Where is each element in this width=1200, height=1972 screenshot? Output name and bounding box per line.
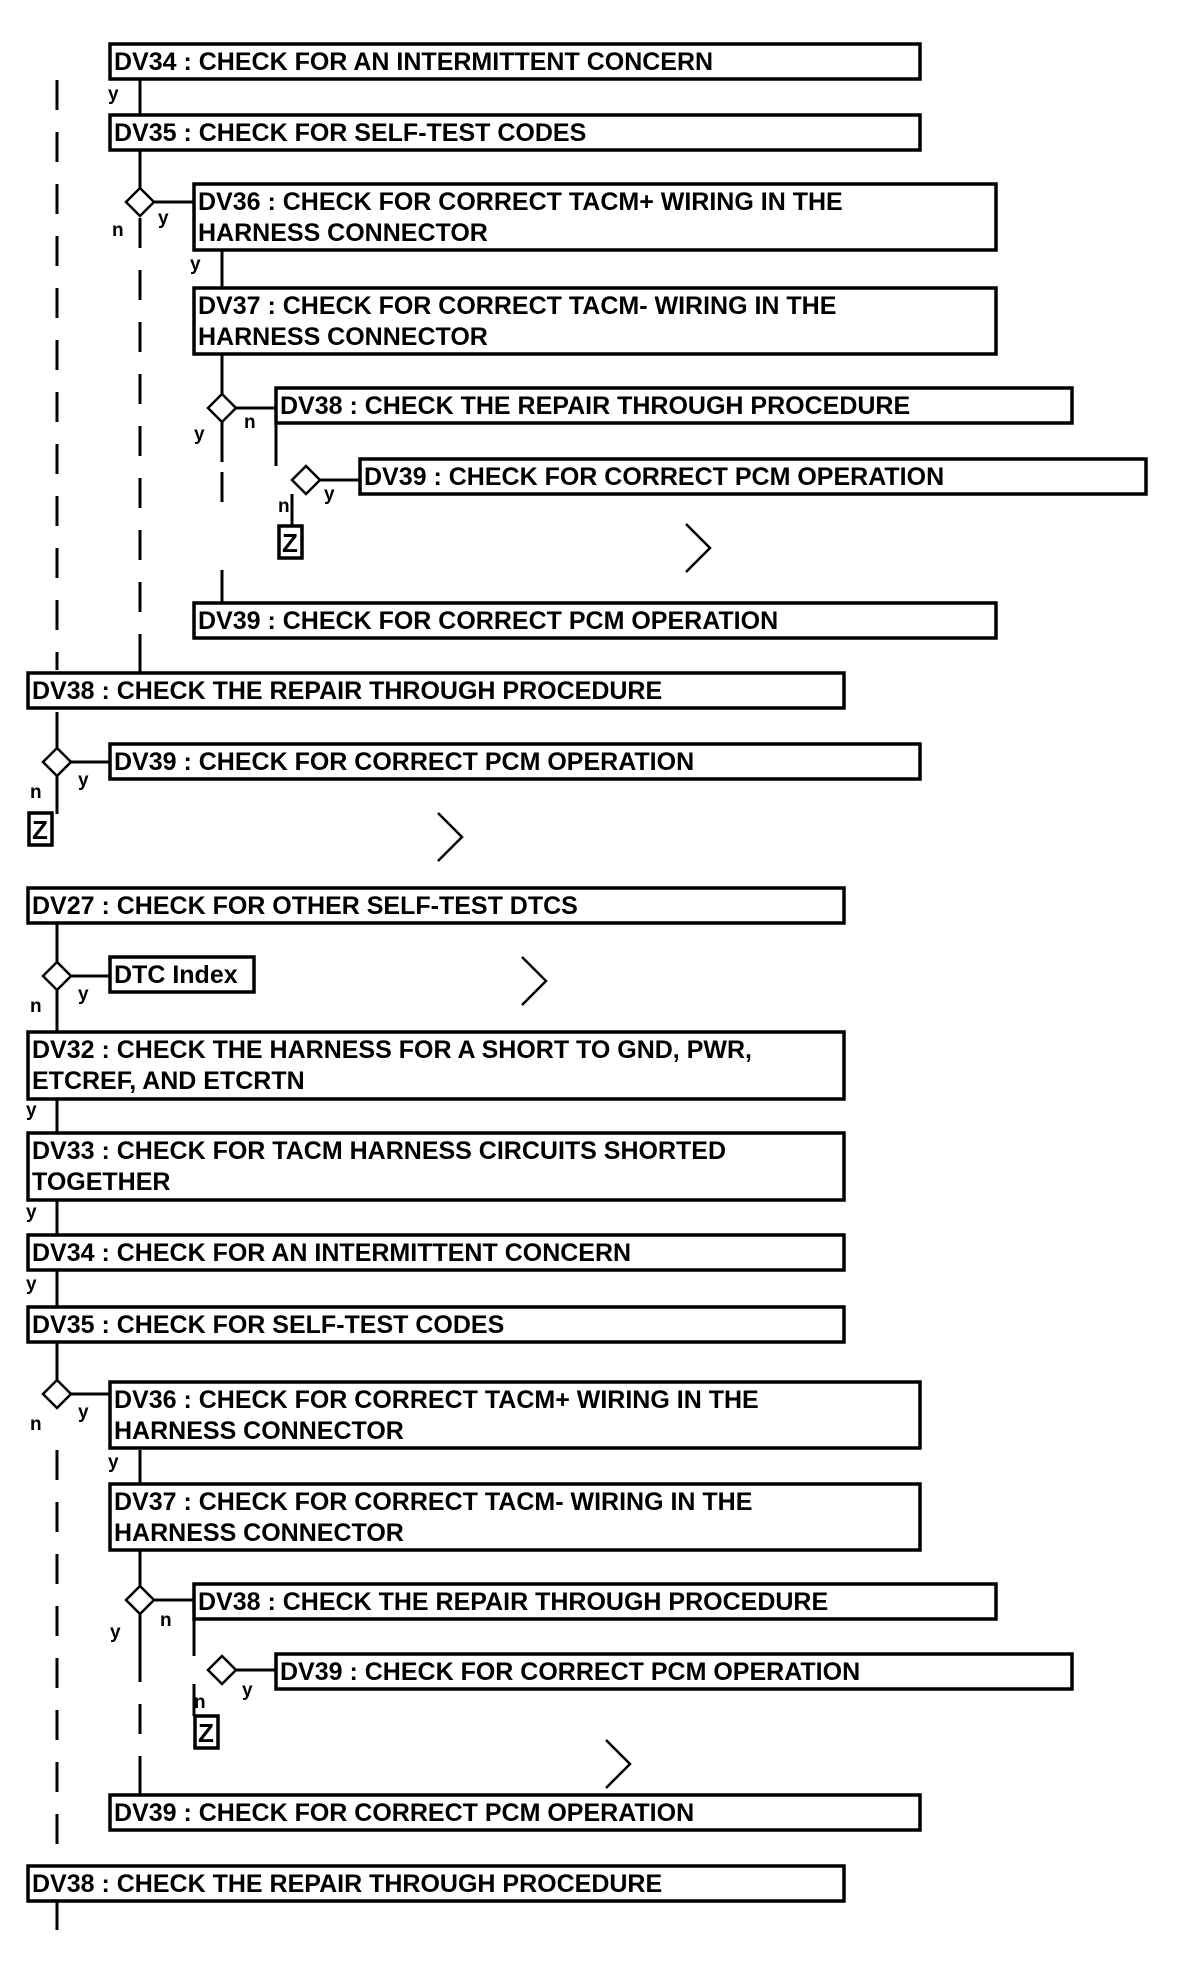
- terminator-box: [277, 524, 304, 560]
- branch-yes-label: y: [324, 484, 335, 505]
- step-label: DV37 : CHECK FOR CORRECT TACM- WIRING IN…: [114, 1488, 752, 1516]
- step-label: DV39 : CHECK FOR CORRECT PCM OPERATION: [280, 1658, 860, 1686]
- branch-yes-label: y: [190, 254, 201, 275]
- branch-yes-label: y: [194, 424, 205, 445]
- step-label: DV33 : CHECK FOR TACM HARNESS CIRCUITS S…: [32, 1137, 726, 1165]
- branch-no-label: n: [30, 996, 42, 1017]
- step-box: [26, 671, 846, 710]
- step-box: [192, 182, 998, 252]
- branch-no-label: n: [160, 1610, 172, 1631]
- step-box: [108, 742, 922, 781]
- continuation-chevron: [605, 1739, 632, 1789]
- step-label: DV35 : CHECK FOR SELF-TEST CODES: [114, 119, 586, 147]
- step-box: [274, 386, 1074, 425]
- branch-yes-label: y: [110, 1622, 121, 1643]
- continuation-chevron: [685, 523, 712, 573]
- terminator-label: Z: [32, 815, 48, 845]
- step-box: [26, 1305, 846, 1344]
- step-box: [358, 457, 1148, 496]
- branch-yes-label: y: [242, 1680, 253, 1701]
- step-label: DV38 : CHECK THE REPAIR THROUGH PROCEDUR…: [32, 677, 662, 705]
- step-box: [26, 1030, 846, 1101]
- branch-no-label: n: [112, 220, 124, 241]
- step-box: [274, 1652, 1074, 1691]
- branch-yes-label: y: [78, 770, 89, 791]
- step-label: HARNESS CONNECTOR: [198, 323, 488, 351]
- step-box: [26, 1233, 846, 1272]
- continuation-chevron: [437, 812, 464, 862]
- decision-diamond: [41, 960, 73, 992]
- step-box: [108, 1482, 922, 1552]
- step-label: DV27 : CHECK FOR OTHER SELF-TEST DTCS: [32, 892, 578, 920]
- dtc-index-box: [108, 955, 256, 994]
- continuation-chevron: [521, 956, 548, 1006]
- decision-diamond: [124, 186, 156, 218]
- branch-no-label: n: [278, 496, 290, 517]
- step-box: [192, 286, 998, 356]
- branch-yes-label: y: [26, 1202, 37, 1223]
- decision-diamond: [41, 1378, 73, 1410]
- branch-yes-label: y: [26, 1274, 37, 1295]
- step-box: [26, 886, 846, 925]
- branch-no-label: n: [30, 1414, 42, 1435]
- step-label: DV39 : CHECK FOR CORRECT PCM OPERATION: [198, 607, 778, 635]
- decision-diamond: [290, 464, 322, 496]
- step-label: DV37 : CHECK FOR CORRECT TACM- WIRING IN…: [198, 292, 836, 320]
- terminator-label: Z: [282, 528, 298, 558]
- step-label: HARNESS CONNECTOR: [198, 219, 488, 247]
- branch-yes-label: y: [108, 84, 119, 105]
- step-label: DV36 : CHECK FOR CORRECT TACM+ WIRING IN…: [198, 188, 843, 216]
- branch-yes-label: y: [78, 984, 89, 1005]
- decision-diamond: [206, 392, 238, 424]
- step-box: [108, 1793, 922, 1832]
- decision-diamond: [124, 1584, 156, 1616]
- step-label: DV34 : CHECK FOR AN INTERMITTENT CONCERN: [114, 48, 713, 76]
- step-label: DV38 : CHECK THE REPAIR THROUGH PROCEDUR…: [32, 1870, 662, 1898]
- step-label: DV36 : CHECK FOR CORRECT TACM+ WIRING IN…: [114, 1386, 759, 1414]
- step-box: [108, 113, 922, 152]
- branch-yes-label: y: [78, 1402, 89, 1423]
- step-label: DV35 : CHECK FOR SELF-TEST CODES: [32, 1311, 504, 1339]
- step-label: DV39 : CHECK FOR CORRECT PCM OPERATION: [114, 748, 694, 776]
- step-label: DV39 : CHECK FOR CORRECT PCM OPERATION: [114, 1799, 694, 1827]
- branch-no-label: n: [30, 782, 42, 803]
- step-box: [26, 1131, 846, 1202]
- step-box: [192, 1582, 998, 1621]
- branch-yes-label: y: [158, 208, 169, 229]
- branch-yes-label: y: [26, 1100, 37, 1121]
- branch-yes-label: y: [108, 1452, 119, 1473]
- step-label: DV34 : CHECK FOR AN INTERMITTENT CONCERN: [32, 1239, 631, 1267]
- step-label: DV32 : CHECK THE HARNESS FOR A SHORT TO …: [32, 1036, 752, 1064]
- terminator-label: Z: [198, 1718, 214, 1748]
- step-label: HARNESS CONNECTOR: [114, 1417, 404, 1445]
- step-box: [26, 1864, 846, 1903]
- step-label: HARNESS CONNECTOR: [114, 1519, 404, 1547]
- step-label: TOGETHER: [32, 1168, 170, 1196]
- step-label: DV38 : CHECK THE REPAIR THROUGH PROCEDUR…: [280, 392, 910, 420]
- terminator-box: [193, 1714, 220, 1750]
- dtc-index-label: DTC Index: [114, 961, 238, 989]
- decision-diamond: [206, 1654, 238, 1686]
- branch-no-label: n: [194, 1692, 206, 1713]
- step-box: [108, 1380, 922, 1450]
- step-box: [192, 601, 998, 640]
- step-label: DV38 : CHECK THE REPAIR THROUGH PROCEDUR…: [198, 1588, 828, 1616]
- step-box: [108, 42, 922, 81]
- decision-diamond: [41, 746, 73, 778]
- branch-no-label: n: [244, 412, 256, 433]
- terminator-box: [27, 811, 54, 847]
- step-label: ETCREF, AND ETCRTN: [32, 1067, 305, 1095]
- step-label: DV39 : CHECK FOR CORRECT PCM OPERATION: [364, 463, 944, 491]
